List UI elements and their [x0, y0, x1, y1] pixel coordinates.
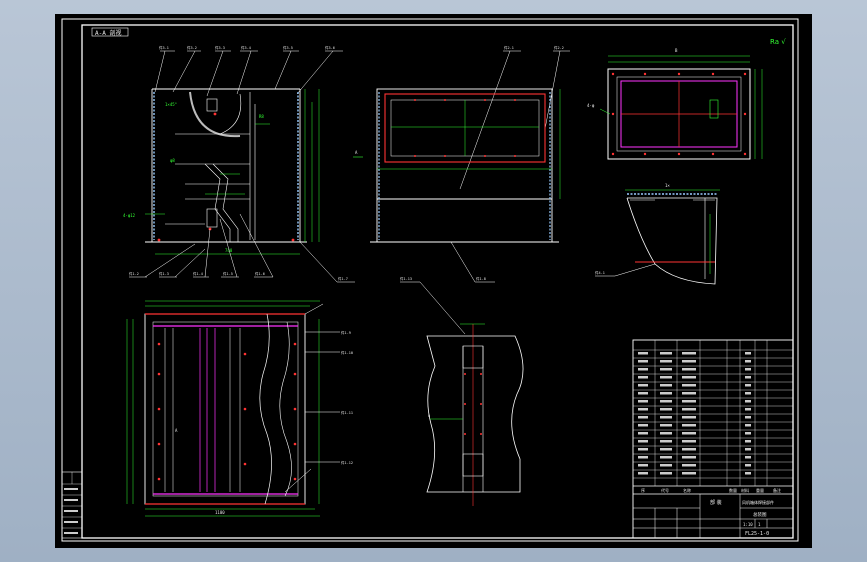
svg-text:件1-11: 件1-11 — [341, 410, 353, 415]
header-weight: 重量 — [756, 487, 764, 493]
svg-text:件3-4: 件3-4 — [241, 45, 251, 50]
sheet-value: 1 — [758, 522, 761, 527]
view-bottom-plan: 件1-9 件1-10 件1-11 件1-12 A 1100 — [126, 300, 353, 517]
svg-text:1100: 1100 — [215, 510, 225, 515]
svg-text:件1-10: 件1-10 — [341, 350, 353, 355]
svg-text:件4-1: 件4-1 — [595, 270, 605, 275]
header-name: 名称 — [683, 487, 691, 493]
svg-text:件1-3: 件1-3 — [159, 271, 169, 276]
svg-text:4-φ: 4-φ — [587, 103, 595, 108]
svg-text:件1-8: 件1-8 — [476, 276, 486, 281]
cad-viewport[interactable]: A-A 剖视 Ra √ 件3-1 件3-2 件3-3 件3-4 件3-5 件3-6 — [55, 14, 812, 548]
svg-text:δ: δ — [428, 414, 430, 418]
break-line — [259, 313, 272, 505]
svg-text:件2-1: 件2-1 — [504, 45, 514, 50]
svg-text:件3-2: 件3-2 — [187, 45, 197, 50]
header-material: 材料 — [741, 487, 749, 493]
svg-text:A: A — [355, 150, 358, 155]
svg-text:740: 740 — [225, 248, 233, 253]
roughness-symbol: Ra √ — [770, 38, 786, 46]
svg-text:A: A — [175, 428, 178, 433]
svg-text:件3-1: 件3-1 — [159, 45, 169, 50]
header-remark: 备注 — [773, 487, 781, 493]
side-frame-outline — [384, 93, 546, 163]
svg-text:1×: 1× — [665, 183, 670, 188]
product-name: 风机箱体焊接部件 — [742, 499, 774, 505]
cad-drawing: A-A 剖视 Ra √ 件3-1 件3-2 件3-3 件3-4 件3-5 件3-6 — [61, 18, 799, 542]
svg-text:件1-7: 件1-7 — [338, 276, 348, 281]
svg-text:4-φ12: 4-φ12 — [123, 213, 136, 218]
svg-text:件3-5: 件3-5 — [283, 45, 293, 50]
curved-baffle — [189, 91, 241, 138]
view-detail: 件1-13 δ — [400, 276, 524, 506]
svg-text:件1-9: 件1-9 — [341, 330, 351, 335]
svg-text:件1-12: 件1-12 — [341, 460, 353, 465]
view-front-section: 件3-1 件3-2 件3-3 件3-4 件3-5 件3-6 — [123, 45, 343, 255]
svg-text:φ8: φ8 — [170, 158, 175, 163]
left-stamp-block — [61, 471, 83, 539]
view-flange-top: B 4-φ — [587, 48, 763, 160]
svg-text:B: B — [675, 48, 678, 53]
view-hopper: 1× 件4-1 — [595, 183, 720, 285]
part-name-label: 部 装 — [710, 499, 722, 506]
view-side: 件2-1 件2-2 件1-8 A — [353, 45, 570, 283]
svg-text:件1-6: 件1-6 — [255, 271, 265, 276]
svg-text:件2-2: 件2-2 — [554, 45, 564, 50]
section-label: A-A 剖视 — [95, 29, 121, 37]
svg-text:R8: R8 — [259, 114, 264, 119]
svg-text:件1-5: 件1-5 — [223, 271, 233, 276]
svg-text:件1-4: 件1-4 — [193, 271, 203, 276]
header-code: 代号 — [661, 487, 669, 493]
header-seq: 序 — [641, 487, 645, 493]
title-block: 序 代号 名称 数量 材料 重量 备注 部 装 风机箱体焊接部件 总装图 1:1… — [632, 339, 794, 539]
svg-text:件3-6: 件3-6 — [325, 45, 335, 50]
header-qty: 数量 — [729, 487, 737, 493]
svg-text:件3-3: 件3-3 — [215, 45, 225, 50]
svg-text:件1-2: 件1-2 — [129, 271, 139, 276]
section-label-box — [91, 27, 129, 37]
assembly-label: 总装图 — [753, 511, 767, 518]
outer-frame — [61, 18, 799, 542]
inner-frame — [81, 24, 794, 539]
svg-text:1×45°: 1×45° — [165, 102, 177, 107]
drawing-number: FL25-1-0 — [745, 531, 769, 537]
scale-value: 1:10 — [743, 522, 753, 527]
svg-text:件1-13: 件1-13 — [400, 276, 412, 281]
